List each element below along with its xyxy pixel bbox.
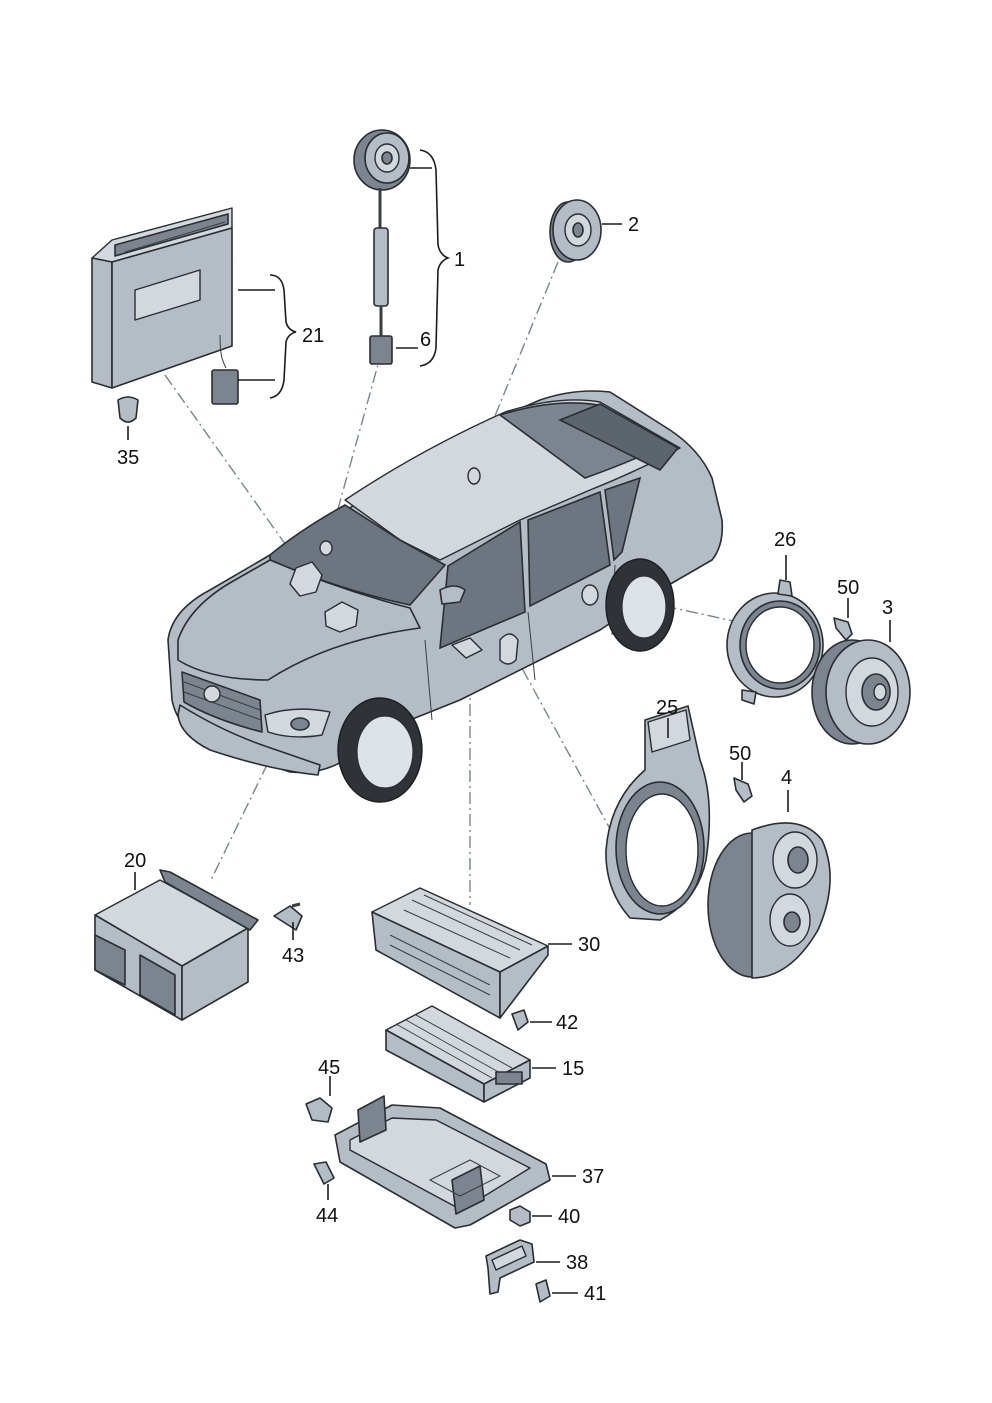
callout-15: 15	[562, 1058, 584, 1080]
bracket-1: 1 6	[419, 149, 465, 367]
marker-3	[581, 584, 599, 606]
callout-45: 45	[318, 1057, 340, 1079]
callout-50-lower: 50	[729, 743, 751, 765]
line-25-to-car	[511, 649, 616, 839]
callout-40: 40	[558, 1206, 580, 1228]
screw-43: 43	[273, 902, 304, 967]
line-2-to-car	[471, 261, 559, 473]
bolt-45: 45	[305, 1057, 340, 1123]
screw-42: 42	[511, 1009, 578, 1034]
marker-2	[467, 467, 481, 485]
callout-37: 37	[582, 1166, 604, 1188]
tweeter-1	[353, 129, 432, 365]
callout-43: 43	[282, 945, 304, 967]
callout-30: 30	[578, 934, 600, 956]
amplifier-15: 15	[385, 1005, 584, 1103]
speaker-3: 3	[811, 597, 911, 745]
callout-25: 25	[656, 697, 678, 719]
control-unit-21	[91, 207, 275, 405]
speaker-ring-26: 26	[726, 529, 824, 705]
bracket-38: 38	[485, 1239, 588, 1295]
screw-50-upper: 50	[833, 577, 859, 641]
line-6-to-car	[327, 349, 383, 546]
callout-4: 4	[781, 767, 792, 789]
callout-6: 6	[420, 329, 431, 351]
marker-21	[289, 561, 323, 597]
callout-1: 1	[454, 249, 465, 271]
marker-30	[451, 637, 483, 659]
marker-20	[324, 601, 359, 633]
marker-1	[319, 540, 333, 556]
unit-20: 20	[94, 850, 259, 1021]
callout-3: 3	[882, 597, 893, 619]
car-body	[167, 390, 724, 803]
callout-26: 26	[774, 529, 796, 551]
callout-44: 44	[316, 1205, 338, 1227]
connector-6	[369, 335, 393, 365]
cover-30: 30	[371, 887, 600, 1019]
tweeter-2: 2	[549, 199, 639, 263]
callout-50-upper: 50	[837, 577, 859, 599]
callout-21: 21	[302, 325, 324, 347]
mounting-plate-37: 37	[334, 1095, 604, 1229]
callout-42: 42	[556, 1012, 578, 1034]
screw-41: 41	[535, 1279, 606, 1305]
bracket-21: 21	[269, 274, 324, 399]
callout-2: 2	[628, 214, 639, 236]
line-21-to-car	[164, 374, 301, 566]
callout-20: 20	[124, 850, 146, 872]
screw-50-lower: 50	[729, 743, 753, 803]
callout-38: 38	[566, 1252, 588, 1274]
bolt-44: 44	[313, 1161, 338, 1227]
callout-35: 35	[117, 447, 139, 469]
speaker-ring-25: 25	[605, 697, 711, 921]
clip-35: 35	[117, 396, 139, 469]
nut-40: 40	[509, 1205, 580, 1228]
speaker-4: 4	[707, 767, 831, 979]
callout-41: 41	[584, 1283, 606, 1305]
marker-4	[499, 633, 519, 665]
